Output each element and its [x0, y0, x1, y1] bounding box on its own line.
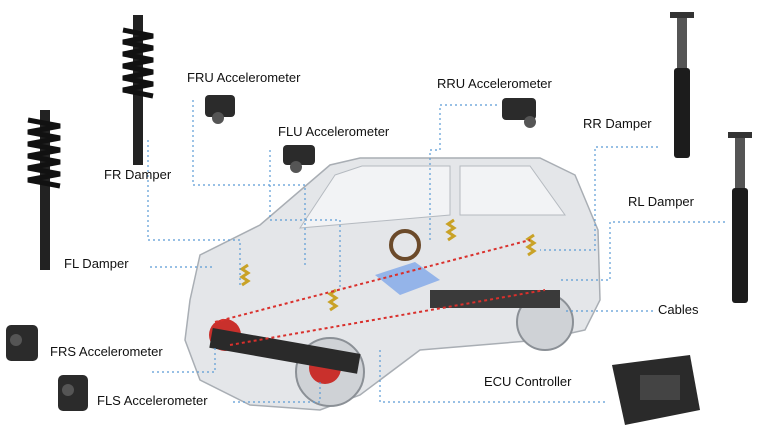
rl-damper-image: [728, 132, 752, 303]
label-frs-accelerometer: FRS Accelerometer: [50, 344, 163, 359]
rr-damper-image: [670, 12, 694, 158]
label-rr-damper: RR Damper: [583, 116, 652, 131]
leader-lines: [147, 100, 725, 403]
label-fru-accelerometer: FRU Accelerometer: [187, 70, 301, 85]
label-fls-accelerometer: FLS Accelerometer: [97, 393, 208, 408]
label-fr-damper: FR Damper: [104, 167, 172, 182]
label-rl-damper: RL Damper: [628, 194, 694, 209]
label-rru-accelerometer: RRU Accelerometer: [437, 76, 552, 91]
accelerometer-images: [6, 95, 536, 411]
cable-lines: [214, 239, 546, 346]
label-cables: Cables: [658, 302, 699, 317]
fr-damper-image: [122, 15, 154, 165]
label-ecu-controller: ECU Controller: [484, 374, 572, 389]
label-fl-damper: FL Damper: [64, 256, 129, 271]
label-flu-accelerometer: FLU Accelerometer: [278, 124, 390, 139]
ecu-image: [612, 355, 700, 425]
fl-damper-image: [27, 110, 61, 270]
car-illustration: [184, 157, 601, 411]
